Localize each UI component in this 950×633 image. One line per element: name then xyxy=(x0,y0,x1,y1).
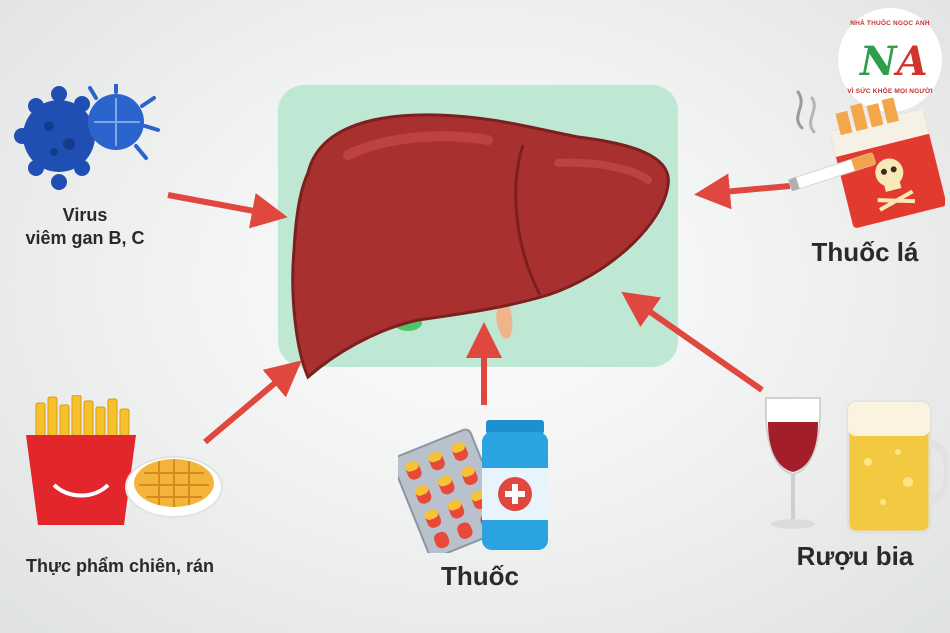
liver-lobe-line xyxy=(514,144,542,296)
pharmacy-logo: NHÀ THUỐC NGỌC ANH NA VÌ SỨC KHỎE MỌI NG… xyxy=(838,8,942,112)
arrow-tobacco xyxy=(694,173,791,210)
logo-mark: NA xyxy=(860,38,928,85)
arrow-fried xyxy=(203,360,302,445)
medicine-label: Thuốc xyxy=(441,561,519,591)
cigarette-icon xyxy=(788,90,945,228)
arrow-alcohol xyxy=(621,291,764,393)
logo-mark-n: N xyxy=(860,38,897,85)
virus-label-line1: Virus xyxy=(62,205,108,225)
logo-mark-a: A xyxy=(896,38,928,85)
liver-body-shape xyxy=(291,113,670,380)
logo-bottom-text: VÌ SỨC KHỎE MỌI NGƯỜI xyxy=(847,88,933,95)
tobacco-label: Thuốc lá xyxy=(811,237,919,267)
virus-icon xyxy=(14,84,160,190)
logo-top-text: NHÀ THUỐC NGỌC ANH xyxy=(850,20,930,27)
virus-label-line2: viêm gan B, C xyxy=(25,228,145,249)
alcohol-label: Rượu bia xyxy=(796,541,914,571)
fried-label: Thực phẩm chiên, rán xyxy=(25,556,215,576)
arrow-virus xyxy=(167,192,288,229)
pill-icon xyxy=(398,420,548,553)
virus-label: Virus viêm gan B, C xyxy=(10,204,160,251)
alcohol-icon xyxy=(764,397,948,534)
fried-food-icon xyxy=(26,395,223,525)
